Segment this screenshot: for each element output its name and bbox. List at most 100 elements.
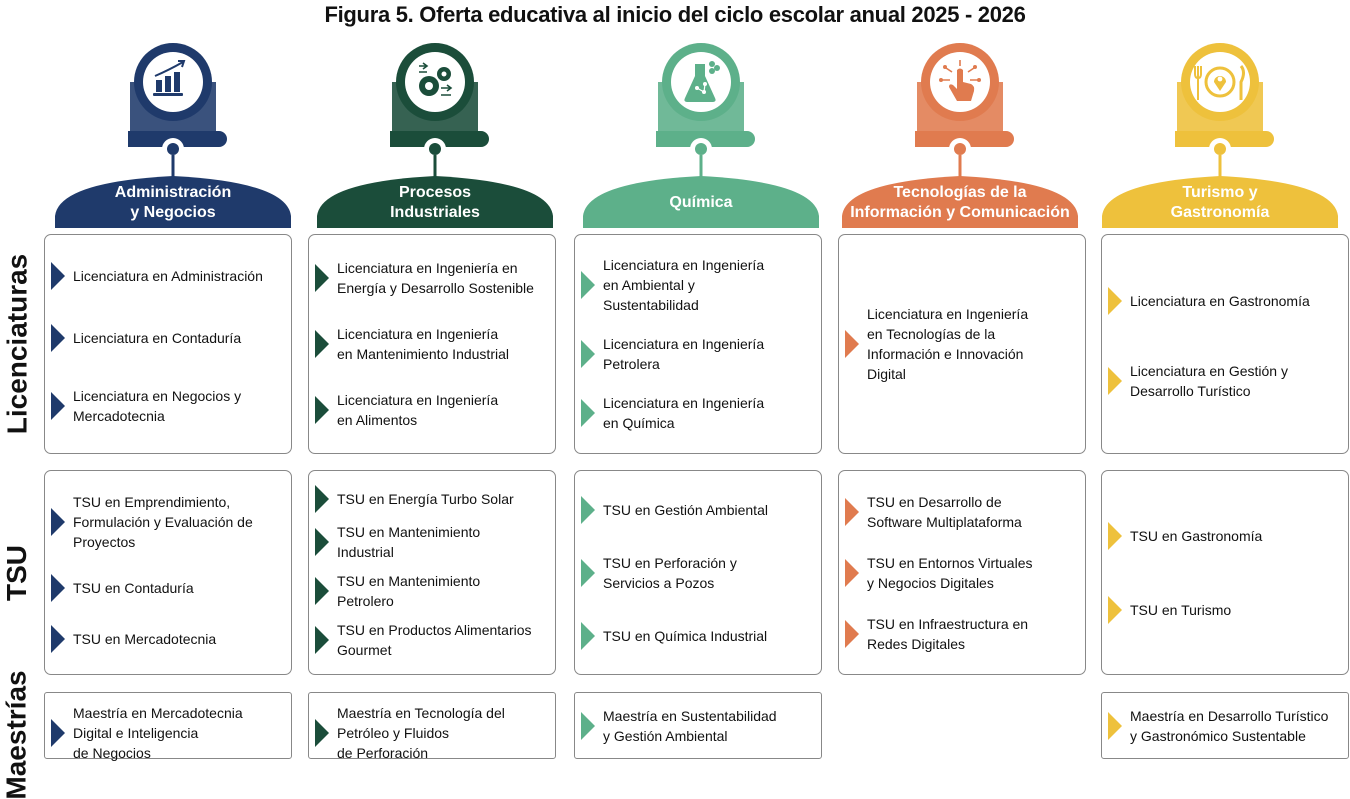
area-header-graphic	[842, 43, 1078, 228]
program-name: TSU en Mercadotecnia	[73, 630, 217, 647]
program-name: TSU en Contaduría	[73, 580, 194, 597]
licenciaturas-box: Licenciatura en Ingeniería en Tecnología…	[838, 234, 1086, 454]
triangle-bullet-icon	[1108, 287, 1122, 315]
program-item: TSU en Gastronomía	[1108, 521, 1342, 550]
program-name: Licenciatura en Ingeniería Petrolera	[603, 335, 765, 372]
program-item: Maestría en Mercadotecnia Digital e Inte…	[51, 703, 285, 763]
area-name: Tecnologías de la Información y Comunica…	[850, 184, 1070, 221]
program-name: Licenciatura en Ingeniería en Energía y …	[337, 260, 534, 296]
program-item: Licenciatura en Administración	[51, 262, 285, 290]
program-item: Licenciatura en Ingeniería en Alimentos	[315, 390, 549, 430]
program-name: TSU en Entornos Virtuales y Negocios Dig…	[867, 554, 1033, 591]
triangle-bullet-icon	[51, 574, 65, 603]
program-name: Licenciatura en Ingeniería en Ambiental …	[603, 256, 765, 313]
triangle-bullet-icon	[315, 330, 329, 358]
triangle-bullet-icon	[315, 528, 329, 557]
program-name: Licenciatura en Administración	[73, 268, 263, 284]
program-item: Licenciatura en Ingeniería en Tecnología…	[845, 304, 1079, 384]
gears-process-icon	[419, 62, 453, 96]
triangle-bullet-icon	[845, 330, 859, 358]
area-header: Turismo y Gastronomía	[1100, 42, 1340, 228]
program-name: Licenciatura en Gastronomía	[1130, 293, 1310, 309]
program-name: TSU en Química Industrial	[603, 627, 768, 644]
program-item: Licenciatura en Contaduría	[51, 324, 285, 352]
area-header-graphic	[1102, 43, 1338, 228]
program-item: Maestría en Sustentabilidad y Gestión Am…	[581, 706, 815, 746]
program-name: Licenciatura en Gestión y Desarrollo Tur…	[1130, 363, 1288, 399]
program-name: TSU en Desarrollo de Software Multiplata…	[867, 493, 1022, 530]
triangle-bullet-icon	[51, 719, 65, 747]
program-name: TSU en Productos Alimentarios Gourmet	[337, 621, 532, 658]
triangle-bullet-icon	[581, 270, 595, 299]
program-item: TSU en Perforación y Servicios a Pozos	[581, 553, 815, 593]
triangle-bullet-icon	[581, 621, 595, 650]
plate-location-cutlery-icon	[1194, 65, 1245, 100]
touch-circuit-icon	[939, 60, 981, 101]
program-item: TSU en Mantenimiento Petrolero	[315, 571, 549, 611]
area-name: Química	[669, 194, 733, 211]
licenciaturas-box: Licenciatura en Ingeniería en Energía y …	[308, 234, 556, 454]
program-name: Licenciatura en Ingeniería en Tecnología…	[867, 306, 1029, 382]
program-name: Licenciatura en Negocios y Mercadotecnia	[73, 388, 242, 424]
triangle-bullet-icon	[315, 264, 329, 292]
triangle-bullet-icon	[315, 625, 329, 654]
program-item: TSU en Emprendimiento, Formulación y Eva…	[51, 492, 285, 552]
program-item: Licenciatura en Gestión y Desarrollo Tur…	[1108, 361, 1342, 401]
triangle-bullet-icon	[51, 262, 65, 290]
triangle-bullet-icon	[581, 558, 595, 587]
program-item: Licenciatura en Ingeniería en Energía y …	[315, 258, 549, 298]
program-item: Maestría en Desarrollo Turístico y Gastr…	[1108, 706, 1342, 746]
licenciaturas-box: Licenciatura en Ingeniería en Ambiental …	[574, 234, 822, 454]
triangle-bullet-icon	[845, 497, 859, 526]
triangle-bullet-icon	[845, 558, 859, 587]
row-label-licenciaturas: Licenciaturas	[1, 253, 32, 435]
triangle-bullet-icon	[581, 339, 595, 368]
triangle-bullet-icon	[315, 396, 329, 424]
program-name: Maestría en Mercadotecnia Digital e Inte…	[73, 705, 243, 761]
program-item: Licenciatura en Gastronomía	[1108, 287, 1342, 315]
triangle-bullet-icon	[51, 392, 65, 420]
triangle-bullet-icon	[1108, 521, 1122, 550]
program-name: Maestría en Tecnología del Petróleo y Fl…	[337, 705, 505, 761]
area-name: Administración y Negocios	[114, 184, 232, 221]
triangle-bullet-icon	[581, 495, 595, 524]
area-header-graphic	[317, 43, 553, 228]
program-item: Licenciatura en Ingeniería Petrolera	[581, 334, 815, 374]
program-name: TSU en Gastronomía	[1130, 527, 1263, 544]
triangle-bullet-icon	[581, 399, 595, 428]
maestrias-box: Maestría en Mercadotecnia Digital e Inte…	[44, 692, 292, 761]
area-name: Turismo y Gastronomía	[1170, 184, 1270, 221]
area-name: Procesos Industriales	[390, 184, 480, 221]
program-name: TSU en Infraestructura en Redes Digitale…	[867, 615, 1029, 652]
program-item: TSU en Contaduría	[51, 574, 285, 603]
area-header: Administración y Negocios	[53, 42, 293, 228]
triangle-bullet-icon	[581, 711, 595, 740]
program-item: TSU en Mantenimiento Industrial	[315, 522, 549, 562]
triangle-bullet-icon	[315, 485, 329, 514]
triangle-bullet-icon	[51, 324, 65, 352]
bar-chart-growth-badge	[143, 52, 203, 112]
program-item: TSU en Mercadotecnia	[51, 624, 285, 653]
program-item: TSU en Gestión Ambiental	[581, 495, 815, 524]
program-item: TSU en Entornos Virtuales y Negocios Dig…	[845, 553, 1079, 593]
program-item: TSU en Química Industrial	[581, 621, 815, 650]
triangle-bullet-icon	[51, 508, 65, 537]
program-name: Licenciatura en Ingeniería en Alimentos	[337, 392, 499, 428]
area-header: Química	[581, 42, 821, 228]
program-name: Licenciatura en Ingeniería en Mantenimie…	[337, 326, 509, 362]
triangle-bullet-icon	[315, 719, 329, 747]
triangle-bullet-icon	[315, 576, 329, 605]
program-name: TSU en Mantenimiento Petrolero	[337, 572, 481, 609]
program-item: TSU en Productos Alimentarios Gourmet	[315, 620, 549, 660]
program-item: TSU en Energía Turbo Solar	[315, 485, 549, 514]
row-label-maestrias: Maestrías	[1, 669, 32, 799]
maestrias-box: Maestría en Tecnología del Petróleo y Fl…	[308, 692, 556, 761]
maestrias-box: Maestría en Desarrollo Turístico y Gastr…	[1101, 692, 1349, 759]
program-name: TSU en Gestión Ambiental	[603, 501, 768, 518]
area-header: Procesos Industriales	[315, 42, 555, 228]
program-item: TSU en Turismo	[1108, 595, 1342, 624]
figure-title: Figura 5. Oferta educativa al inicio del…	[324, 2, 1026, 27]
